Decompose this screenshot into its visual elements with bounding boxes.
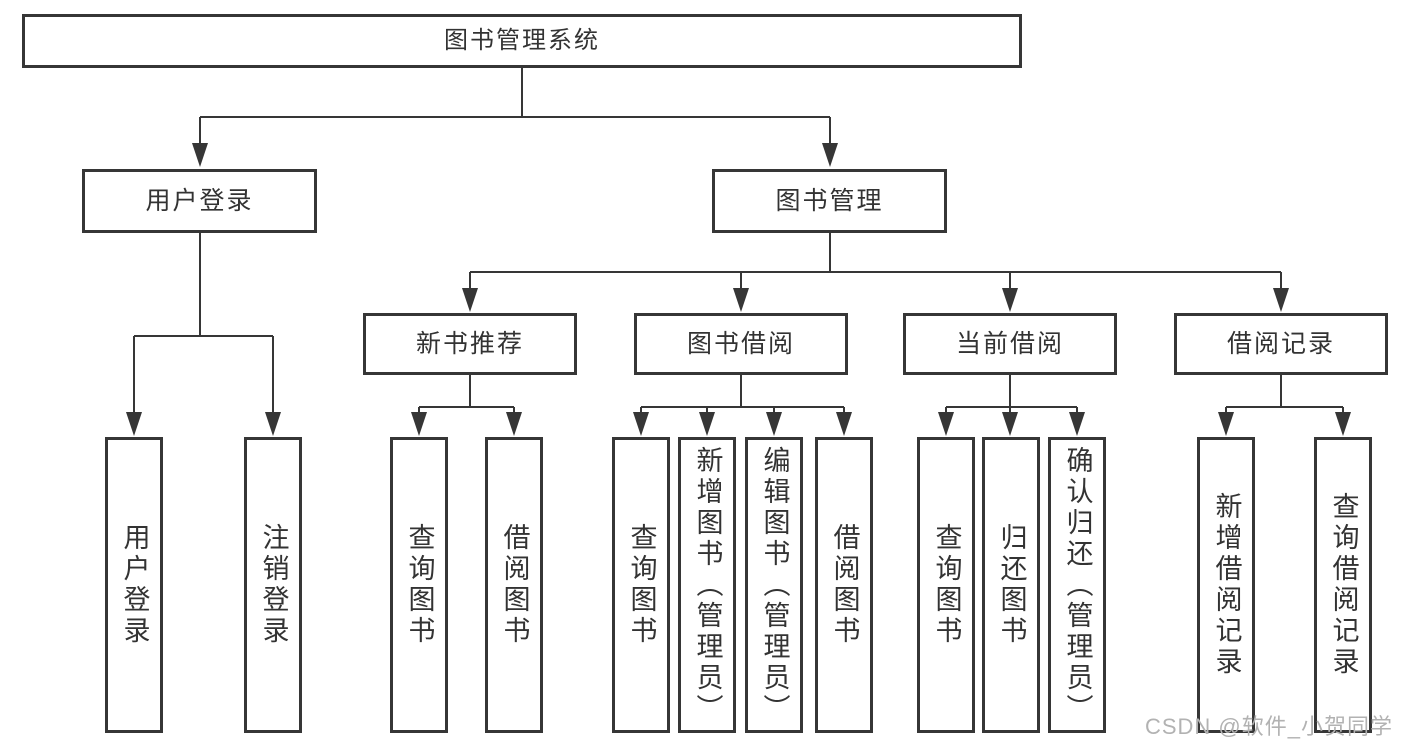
connector-root-to-level2 xyxy=(192,67,838,167)
node-library-management-system: 图书管理系统 xyxy=(22,14,1022,68)
node-label: 借阅记录 xyxy=(1226,329,1335,358)
connector-book-mgmt-to-level3 xyxy=(462,233,1289,312)
node-new-book-recommend: 新书推荐 xyxy=(363,313,577,375)
node-label: 新增图书（管理员） xyxy=(692,445,723,725)
node-borrowing-records: 借阅记录 xyxy=(1174,313,1388,375)
leaf-confirm-return-admin: 确认归还（管理员） xyxy=(1048,437,1106,733)
connector-user-login-to-leaves xyxy=(126,233,281,436)
node-label: 用户登录 xyxy=(119,523,150,647)
node-label: 借阅图书 xyxy=(499,523,530,647)
node-label: 注销登录 xyxy=(258,523,289,647)
leaf-query-books-current: 查询图书 xyxy=(917,437,975,733)
csdn-watermark: CSDN @软件_小贺同学 xyxy=(1144,714,1393,739)
node-label: 用户登录 xyxy=(145,186,254,215)
leaf-return-books: 归还图书 xyxy=(982,437,1040,733)
node-label: 图书借阅 xyxy=(686,329,795,358)
leaf-query-books-borrow: 查询图书 xyxy=(612,437,670,733)
node-label: 新书推荐 xyxy=(415,329,524,358)
connector-current-borrow-to-leaves xyxy=(938,375,1085,436)
leaf-add-books-admin: 新增图书（管理员） xyxy=(678,437,736,733)
node-label: 查询图书 xyxy=(931,523,962,647)
leaf-query-books-recommend: 查询图书 xyxy=(390,437,448,733)
leaf-borrow-books-recommend: 借阅图书 xyxy=(485,437,543,733)
connector-new-book-rec-to-leaves xyxy=(411,375,522,436)
node-label: 图书管理系统 xyxy=(444,27,600,54)
leaf-edit-books-admin: 编辑图书（管理员） xyxy=(745,437,803,733)
leaf-borrow-books: 借阅图书 xyxy=(815,437,873,733)
leaf-logout: 注销登录 xyxy=(244,437,302,733)
node-label: 新增借阅记录 xyxy=(1211,492,1242,678)
node-label: 图书管理 xyxy=(775,186,884,215)
node-label: 查询图书 xyxy=(626,523,657,647)
leaf-user-login: 用户登录 xyxy=(105,437,163,733)
node-label: 确认归还（管理员） xyxy=(1062,445,1093,725)
node-book-management: 图书管理 xyxy=(712,169,947,233)
leaf-add-borrow-record: 新增借阅记录 xyxy=(1197,437,1255,733)
node-book-borrowing: 图书借阅 xyxy=(634,313,848,375)
connector-book-borrow-to-leaves xyxy=(633,375,852,436)
node-label: 归还图书 xyxy=(996,523,1027,647)
leaf-query-borrow-record: 查询借阅记录 xyxy=(1314,437,1372,733)
connector-borrow-records-to-leaves xyxy=(1218,375,1351,436)
node-label: 借阅图书 xyxy=(829,523,860,647)
node-label: 编辑图书（管理员） xyxy=(759,445,790,725)
node-label: 查询图书 xyxy=(404,523,435,647)
node-current-borrowing: 当前借阅 xyxy=(903,313,1117,375)
node-user-login: 用户登录 xyxy=(82,169,317,233)
node-label: 查询借阅记录 xyxy=(1328,492,1359,678)
node-label: 当前借阅 xyxy=(955,329,1064,358)
